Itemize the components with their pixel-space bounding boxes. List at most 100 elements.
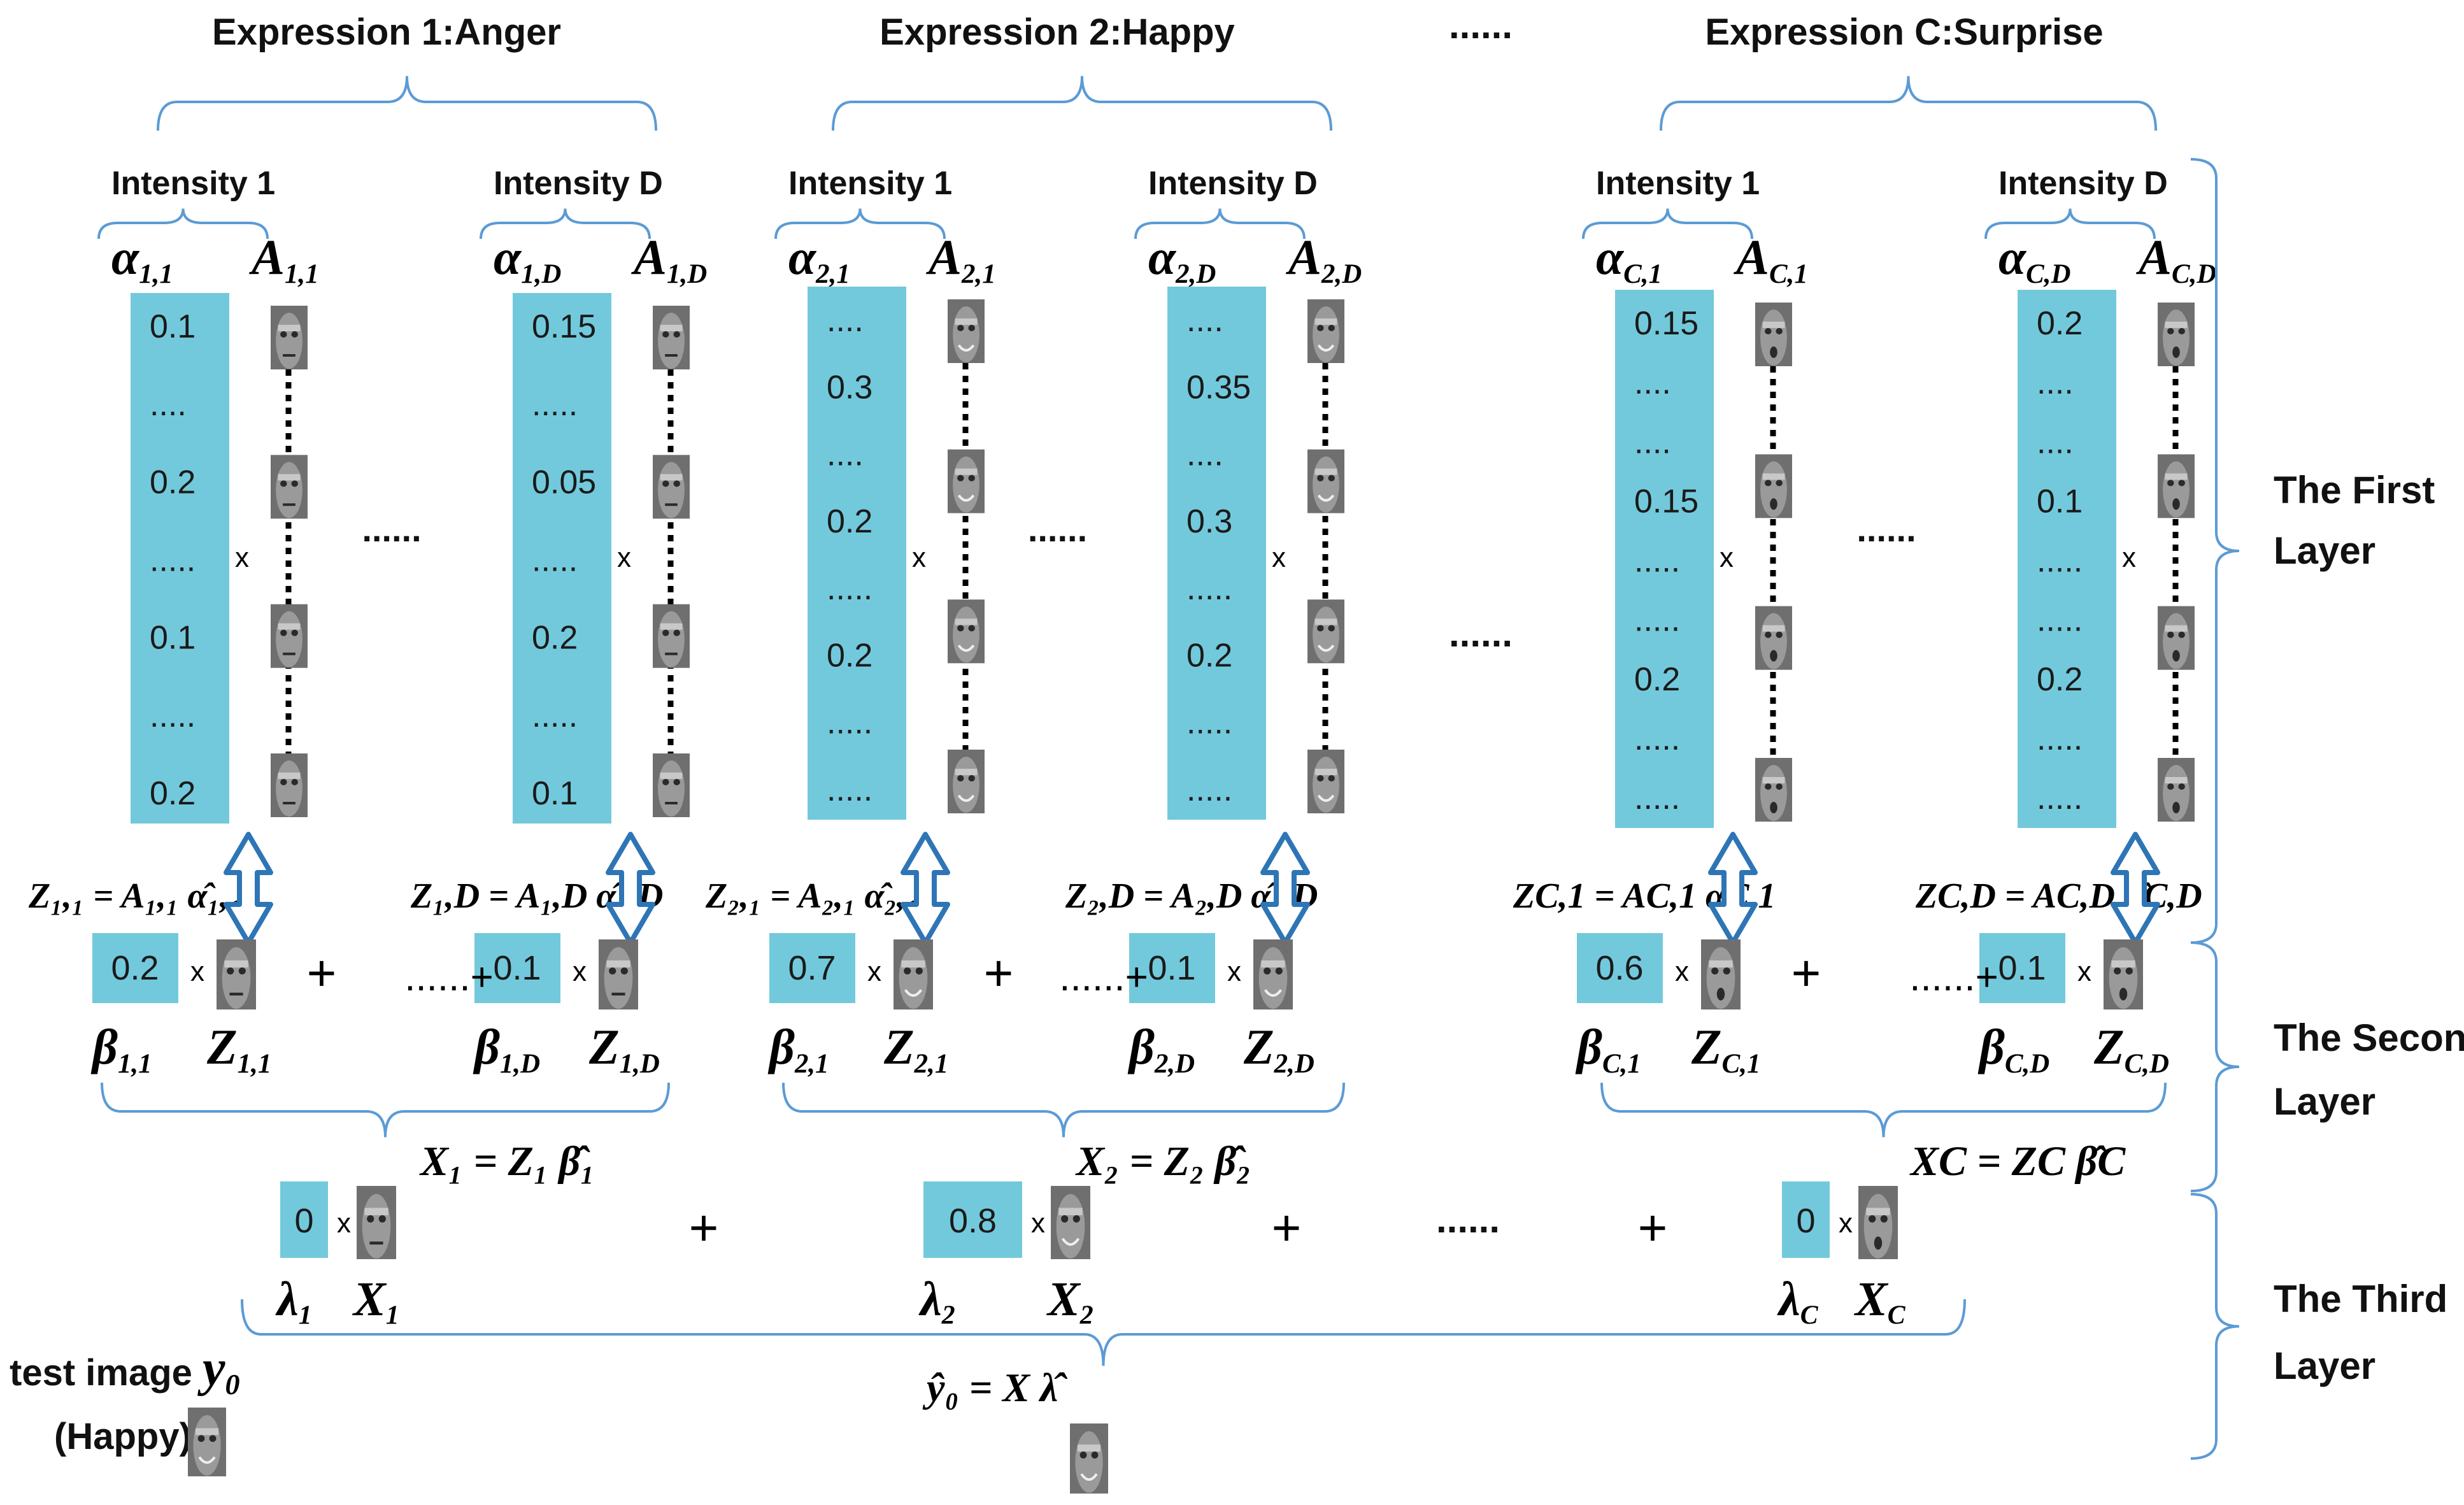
- third-layer-plus: +: [689, 1199, 719, 1256]
- face-eye-left: [280, 480, 287, 487]
- e1-int2-dictionary-face: [653, 753, 690, 817]
- e3-int2-dictionary-face: [2158, 606, 2195, 670]
- face-mouth: [1317, 344, 1335, 352]
- e3-lambda-box: [1782, 1181, 1830, 1258]
- face-forehead: [278, 773, 301, 779]
- e3-int1-header: Intensity 1: [1596, 165, 1760, 202]
- face-eye-right: [673, 480, 680, 487]
- e2-intensity-ellipsis: ......: [1028, 509, 1087, 549]
- face-skin: [193, 1415, 221, 1476]
- e3-x-symbol: XC: [1854, 1273, 1906, 1330]
- face-forehead: [1762, 473, 1785, 480]
- e1-int1-A-symbol: A1,1: [248, 229, 319, 289]
- face-skin: [276, 760, 303, 817]
- e3-int1-alpha-value: ....: [1634, 364, 1671, 401]
- face-eye-left: [280, 779, 287, 785]
- face-eye-left: [904, 967, 911, 974]
- e2-int1-alpha-value: ....: [827, 302, 864, 339]
- e2-int2-beta-symbol: β2,D: [1127, 1019, 1195, 1079]
- face-skin: [953, 456, 979, 513]
- face-forehead: [2111, 960, 2135, 967]
- e3-int1-beta-box: [1577, 933, 1663, 1003]
- face-eye-left: [2114, 967, 2121, 974]
- face-eye-left: [280, 629, 287, 636]
- face-skin: [276, 611, 303, 667]
- e2-int1-alpha-value: .....: [827, 704, 872, 741]
- e2-int2-alpha-symbol: α2,D: [1148, 229, 1216, 289]
- face-skin: [1075, 1431, 1103, 1493]
- e3-int1-header-brace: [1582, 208, 1753, 239]
- face-skin: [276, 313, 303, 369]
- layer-1-label: The First: [2274, 469, 2435, 511]
- face-forehead: [955, 318, 978, 325]
- e1-int1-alpha-value: 0.2: [150, 775, 196, 812]
- face-eye-left: [1765, 480, 1772, 487]
- face-mouth: [904, 988, 923, 997]
- e2-int2-times: x: [1272, 542, 1286, 573]
- e2-int2-A-symbol: A2,D: [1285, 229, 1362, 289]
- e2-int1-alpha-value: 0.2: [827, 503, 872, 540]
- e1-title-brace: [157, 76, 657, 131]
- face-forehead: [955, 468, 978, 475]
- e1-int1-beta-symbol: β1,1: [90, 1019, 152, 1079]
- e2-int2-alpha-value: .....: [1186, 570, 1232, 607]
- e1-int1-alpha-value: .....: [150, 542, 196, 579]
- e1-x-face: [357, 1186, 396, 1259]
- e3-int2-dictionary-face: [2158, 758, 2195, 822]
- second-layer-brace: [2190, 941, 2240, 1192]
- face-eye-left: [957, 775, 964, 781]
- face-eye-left: [957, 325, 964, 331]
- e2-int1-dictionary-face: [948, 449, 985, 513]
- face-mouth: [283, 652, 296, 655]
- face-forehead: [1058, 1208, 1083, 1215]
- face-forehead: [660, 623, 683, 630]
- e3-int1-beta-symbol: βC,1: [1575, 1019, 1641, 1079]
- e1-int2-dictionary-face: [653, 306, 690, 369]
- face-forehead: [606, 960, 630, 967]
- e1-plus: +: [307, 945, 337, 1001]
- layer-2-label-2: Layer: [2274, 1080, 2375, 1123]
- face-eye-right: [1776, 783, 1783, 790]
- e2-int2-z-face: [1253, 939, 1293, 1009]
- e1-int1-alpha-column: [131, 293, 229, 824]
- e2-int1-dictionary-face: [948, 750, 985, 813]
- face-eye-left: [1869, 1215, 1876, 1223]
- e2-second-brace: [782, 1082, 1345, 1138]
- e3-int2-alpha-value: .....: [2037, 543, 2083, 580]
- face-eye-left: [2167, 328, 2174, 334]
- e3-int2-alpha-value: 0.1: [2037, 483, 2083, 520]
- e1-int1-z-equation: Z₁,₁ = A₁,₁ α̂₁,₁: [28, 876, 241, 916]
- face-eye-left: [1317, 775, 1324, 781]
- face-eye-right: [1776, 328, 1783, 334]
- e2-plus: +: [984, 945, 1014, 1001]
- e2-x-face: [1051, 1186, 1090, 1259]
- face-mouth: [1770, 802, 1777, 813]
- final-equation: ŷ₀ = X λ̂: [922, 1365, 1067, 1410]
- e2-int2-beta-times: x: [1227, 956, 1241, 987]
- e2-lambda-box: [923, 1181, 1022, 1258]
- e3-int1-beta-times: x: [1675, 956, 1689, 987]
- face-mouth: [1317, 794, 1335, 802]
- third-layer-plus: +: [1272, 1199, 1302, 1256]
- face-eye-left: [662, 480, 669, 487]
- e1-ellipsis-plus: ......+: [404, 955, 494, 999]
- face-eye-right: [1328, 474, 1335, 481]
- e2-int2-alpha-value: .....: [1186, 771, 1232, 808]
- third-layer-brace-right: [2190, 1193, 2240, 1460]
- face-eye-left: [1765, 783, 1772, 790]
- e2-int1-alpha-value: .....: [827, 771, 872, 808]
- first-layer-brace: [2190, 158, 2240, 944]
- e3-int2-alpha-symbol: αC,D: [1998, 229, 2070, 289]
- e1-int2-dictionary-face: [653, 604, 690, 668]
- layer-3-label: The Third: [2274, 1278, 2447, 1320]
- face-eye-right: [378, 1215, 386, 1223]
- face-eye-right: [673, 629, 680, 636]
- face-forehead: [1866, 1208, 1890, 1215]
- face-eye-right: [673, 331, 680, 338]
- face-forehead: [1314, 318, 1337, 325]
- face-forehead: [660, 474, 683, 481]
- face-skin: [276, 462, 303, 518]
- e1-int1-header-brace: [97, 208, 269, 239]
- e1-x-symbol: X1: [352, 1273, 399, 1330]
- face-eye-right: [209, 1435, 217, 1443]
